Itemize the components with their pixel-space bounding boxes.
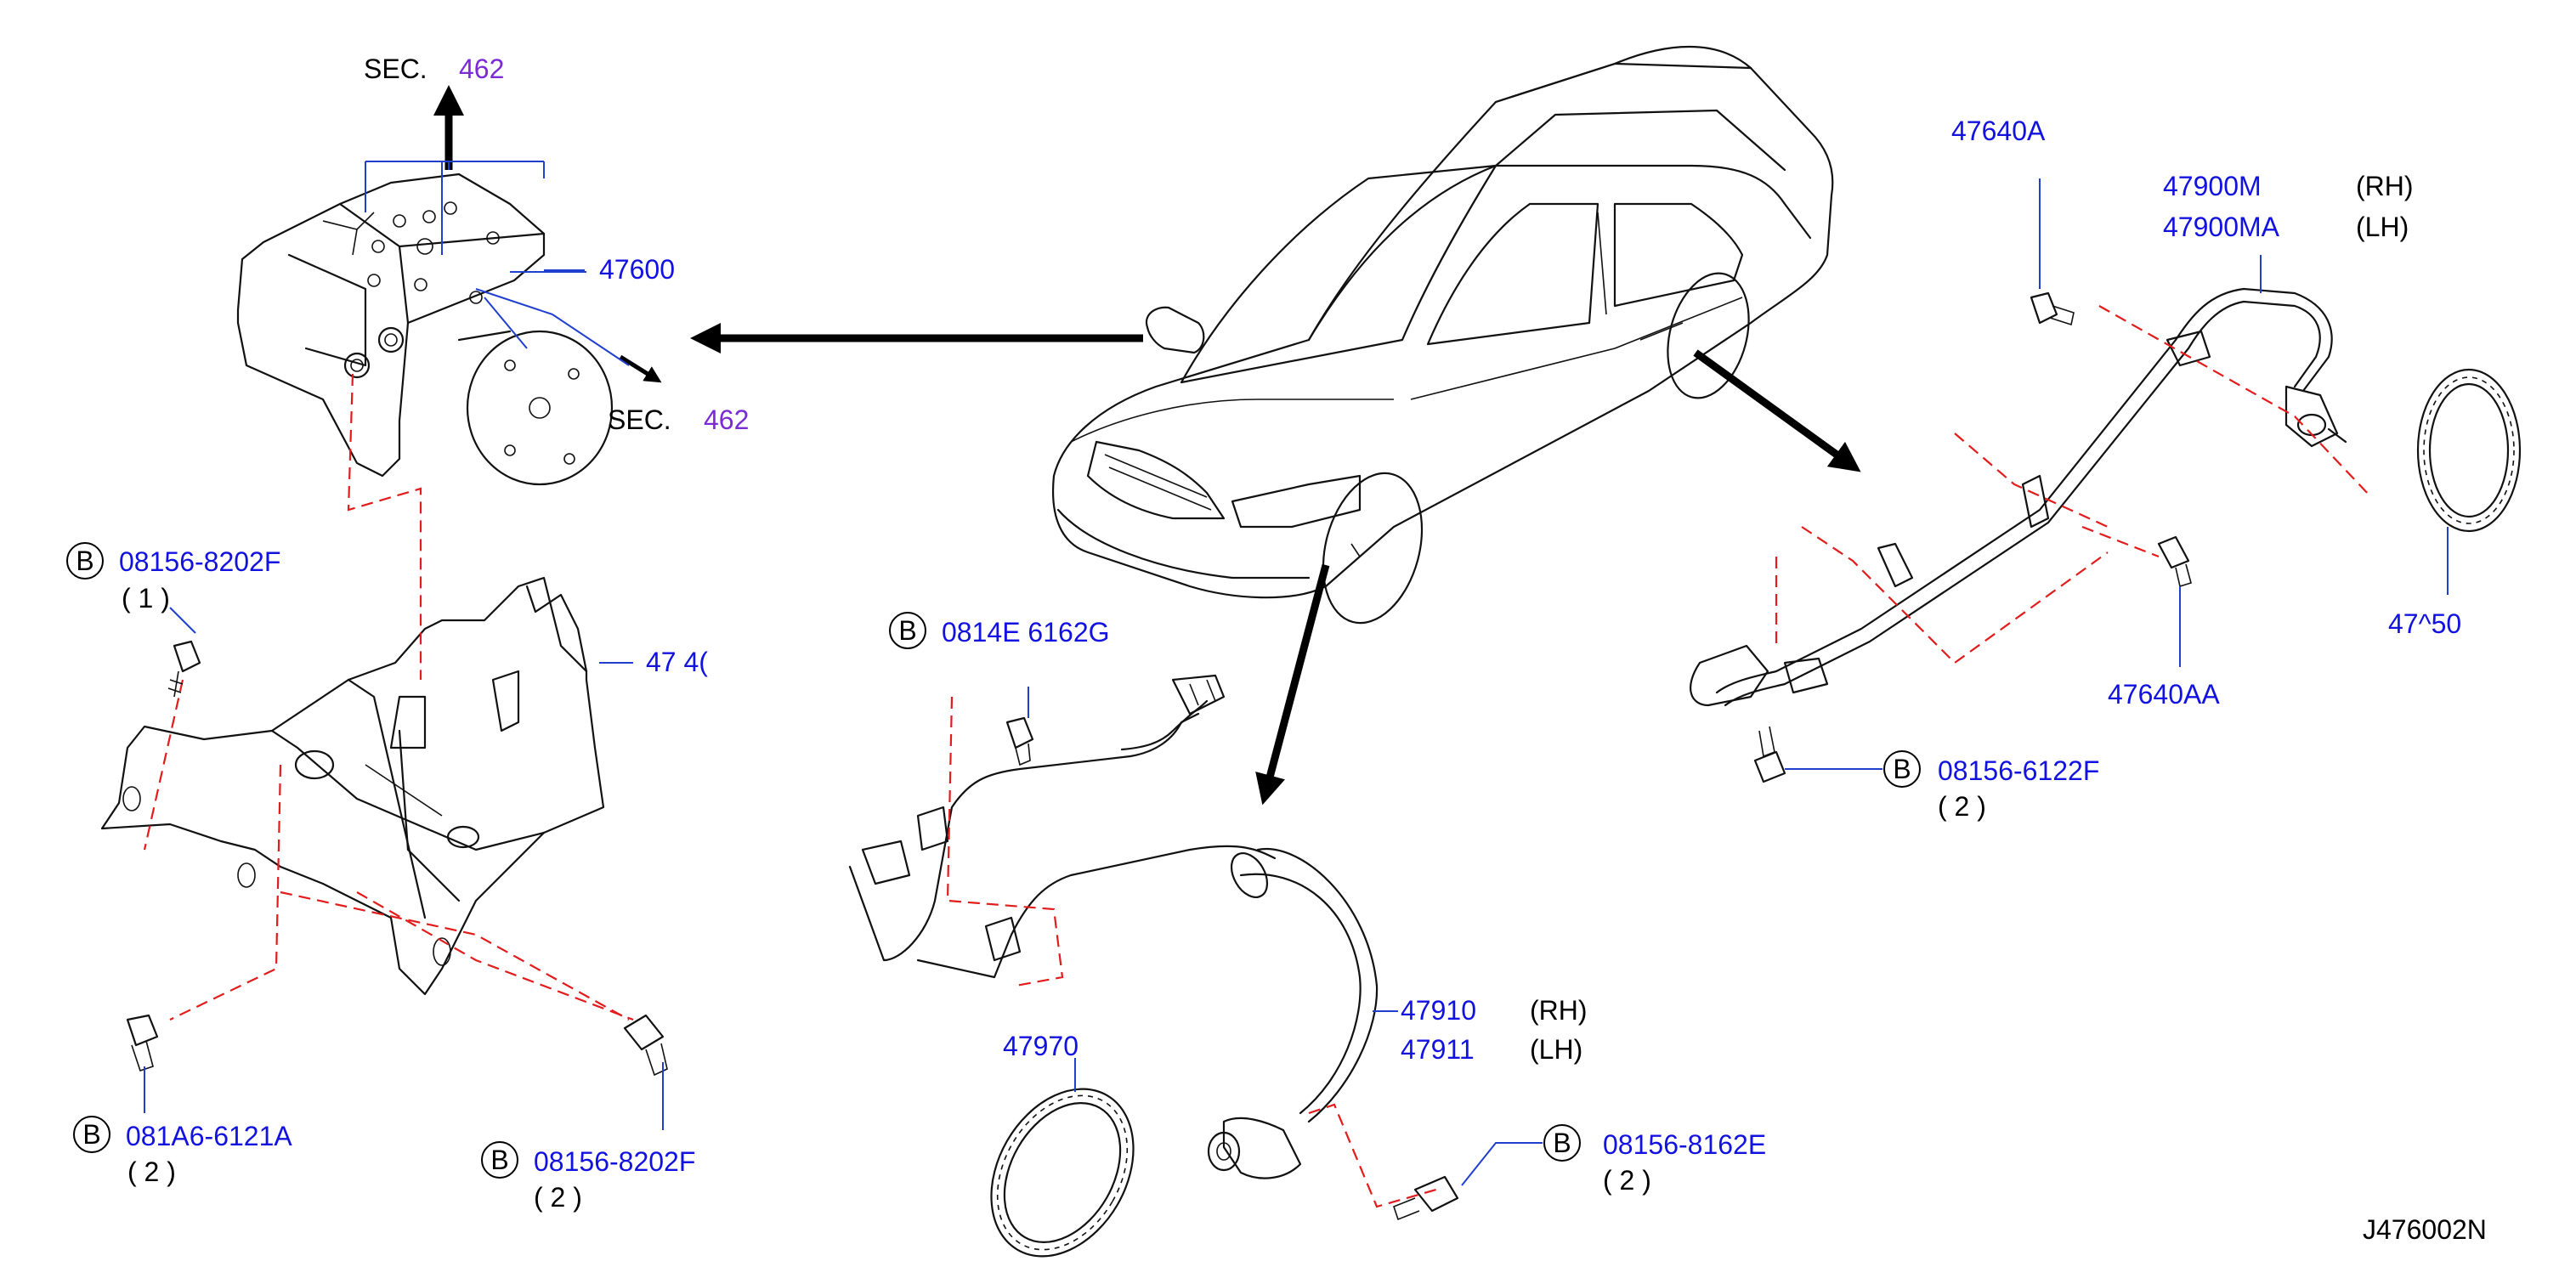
part-number-bolt-top: 08156-8202F [119,546,280,577]
sec-label-right: SEC. [608,404,671,435]
front-sensor-harness [848,674,1543,1221]
part-number-actuator: 47600 [599,254,675,285]
part-number-rear-bolt-a: 47640A [1951,116,2046,146]
bracket-guides [143,373,634,1021]
sec-label-top: SEC. [364,54,427,84]
pointer-arrows [690,323,1861,806]
badge-rear-bolt-b [1883,750,1921,788]
badge-letter-bolt-mid: B [490,1145,508,1175]
part-number-rear-rotor: 47^50 [2388,608,2461,639]
qty-bolt-left: ( 2 ) [127,1156,176,1187]
part-number-bolt-front: 0814E 6162G [942,617,1110,647]
bracket-bolts [126,607,668,1130]
sec-number-top: 462 [459,54,504,84]
qty-front-sensor-bolt: ( 2 ) [1603,1165,1651,1196]
badge-bolt-left [73,1116,110,1153]
part-number-rear-sensor-rh: 47900M [2163,171,2262,201]
badge-bolt-mid [481,1141,518,1179]
labels: SEC. 462 SEC. 462 47600 B 08156-8202F ( … [66,54,2487,1245]
part-number-bolt-left: 081A6-6121A [126,1121,292,1151]
front-sensor-rotor [990,1058,1135,1258]
part-number-front-sensor-lh: 47911 [1401,1034,1475,1065]
badge-front-sensor-bolt [1543,1124,1581,1162]
actuator-ports [343,201,500,379]
part-number-rear-bolt-b: 08156-6122F [1938,755,2099,786]
side-front-sensor-rh: (RH) [1530,995,1588,1026]
sec-number-right: 462 [704,404,749,435]
car-illustration [1052,45,1834,625]
actuator-bracket [100,576,605,996]
part-number-front-rotor: 47970 [1003,1031,1079,1061]
rear-sensor-rotor [2416,368,2522,595]
part-number-rear-sensor-lh: 47900MA [2163,212,2280,242]
pump-motor [457,330,614,486]
qty-bolt-mid: ( 2 ) [534,1182,582,1213]
rear-sensor-assembly [1690,178,2372,783]
badge-letter-bolt-left: B [82,1119,100,1150]
badge-letter-bolt-top: B [76,546,93,576]
part-number-front-sensor-rh: 47910 [1401,995,1476,1026]
badge-letter-bolt-front: B [898,615,916,646]
part-number-bracket: 47 4( [646,647,708,677]
badge-bolt-top [66,542,104,580]
side-rear-sensor-rh: (RH) [2356,171,2414,201]
badge-bolt-front [889,612,926,649]
side-rear-sensor-lh: (LH) [2356,212,2409,242]
qty-bolt-top: ( 1 ) [122,583,170,614]
part-number-rear-bolt-aa: 47640AA [2108,679,2220,710]
badge-letter-rear-bolt-b: B [1893,754,1911,784]
qty-rear-bolt-b: ( 2 ) [1938,791,1986,822]
abs-actuator [236,85,662,486]
part-number-front-sensor-bolt: 08156-8162E [1603,1129,1766,1160]
part-number-bolt-mid: 08156-8202F [534,1146,695,1177]
diagram-code: J476002N [2363,1214,2487,1245]
side-front-sensor-lh: (LH) [1530,1034,1582,1065]
badge-letter-front-sensor-bolt: B [1553,1128,1571,1158]
